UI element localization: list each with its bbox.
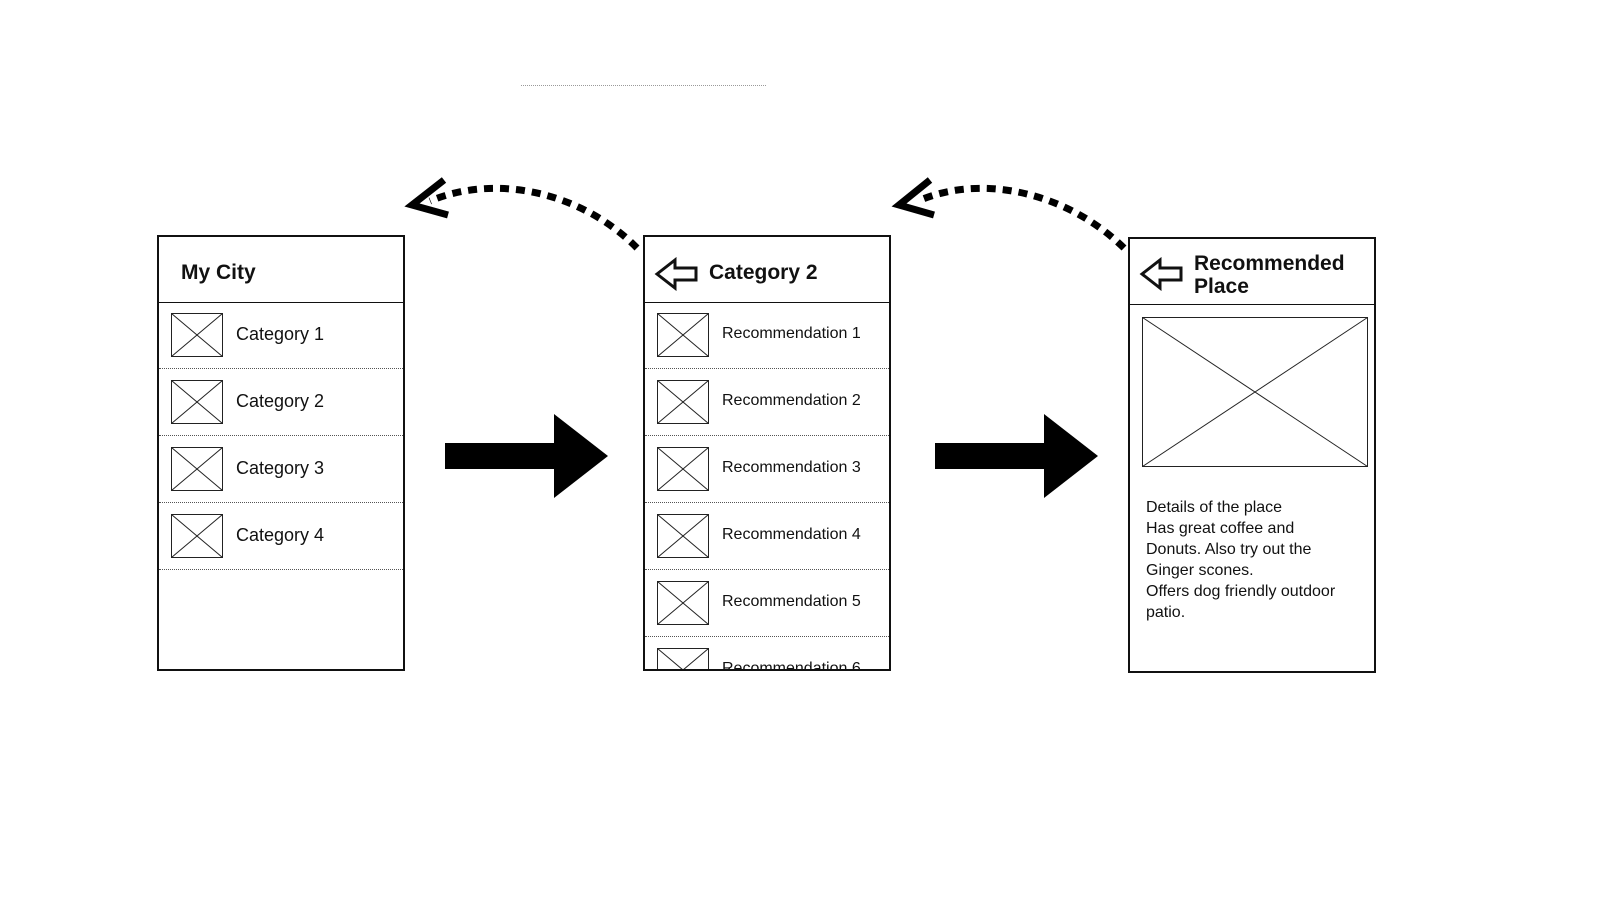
back-dotted-arrow-2 <box>916 184 1127 251</box>
list-item-label: Recommendation 6 <box>722 660 861 671</box>
image-placeholder-icon <box>171 313 223 357</box>
list-item-category-1[interactable]: Category 1 <box>159 303 403 369</box>
details-line: Ginger scones. <box>1146 562 1254 579</box>
forward-arrow-1 <box>445 414 608 498</box>
forward-arrow-2 <box>935 414 1098 498</box>
list-item-recommendation-4[interactable]: Recommendation 4 <box>645 504 889 570</box>
details-line: Has great coffee and <box>1146 520 1295 537</box>
back-arrowhead-2 <box>891 177 935 219</box>
list-item-label: Recommendation 5 <box>722 593 861 610</box>
top-dotted-rule <box>521 85 766 86</box>
details-line: patio. <box>1146 604 1186 621</box>
image-placeholder-icon <box>657 648 709 669</box>
list-item-recommendation-3[interactable]: Recommendation 3 <box>645 437 889 503</box>
list-item-recommendation-6[interactable]: Recommendation 6 <box>645 638 889 671</box>
image-placeholder-icon <box>657 514 709 558</box>
list-item-recommendation-5[interactable]: Recommendation 5 <box>645 571 889 637</box>
list-item-recommendation-1[interactable]: Recommendation 1 <box>645 303 889 369</box>
screen-title: Category 2 <box>709 261 818 284</box>
list-item-category-3[interactable]: Category 3 <box>159 437 403 503</box>
screen-detail: Recommended Place Details of the place H… <box>1128 237 1376 673</box>
list-item-label: Category 2 <box>236 391 325 411</box>
screen-title: My City <box>181 261 256 284</box>
image-placeholder-icon <box>657 313 709 357</box>
back-arrow-icon[interactable] <box>1139 257 1185 291</box>
screen-header: Category 2 <box>645 237 889 303</box>
list-item-label: Category 4 <box>236 525 325 545</box>
details-line: Details of the place <box>1146 499 1283 516</box>
screen-my-city: My City Category 1 Category 2 Category 3… <box>157 235 405 671</box>
list-item-label: Category 1 <box>236 324 325 344</box>
screen-header: Recommended Place <box>1130 239 1374 305</box>
list-item-label: Recommendation 1 <box>722 325 861 342</box>
place-details: Details of the place Has great coffee an… <box>1146 497 1368 623</box>
image-placeholder-icon <box>171 514 223 558</box>
list-item-label: Category 3 <box>236 458 325 478</box>
image-placeholder-icon <box>171 380 223 424</box>
screen-title-line-2: Place <box>1194 275 1249 298</box>
details-line: Offers dog friendly outdoor <box>1146 583 1336 600</box>
screen-category: Category 2 Recommendation 1 Recommendati… <box>643 235 891 671</box>
list-item-label: Recommendation 4 <box>722 526 861 543</box>
image-placeholder-icon <box>657 380 709 424</box>
list-item-label: Recommendation 2 <box>722 392 861 409</box>
list-item-recommendation-2[interactable]: Recommendation 2 <box>645 370 889 436</box>
image-placeholder-icon <box>1142 317 1368 467</box>
screen-header: My City <box>159 237 403 303</box>
list-item-category-2[interactable]: Category 2 <box>159 370 403 436</box>
back-arrowhead-1 <box>404 177 449 219</box>
list-item-category-4[interactable]: Category 4 <box>159 504 403 570</box>
back-arrow-icon[interactable] <box>654 257 700 291</box>
back-dotted-arrow-1 <box>428 184 640 251</box>
screen-title: Recommended Place <box>1194 252 1345 298</box>
details-line: Donuts. Also try out the <box>1146 541 1312 558</box>
list-item-label: Recommendation 3 <box>722 459 861 476</box>
image-placeholder-icon <box>657 447 709 491</box>
image-placeholder-icon <box>657 581 709 625</box>
screen-title-line-1: Recommended <box>1194 252 1345 275</box>
image-placeholder-icon <box>171 447 223 491</box>
